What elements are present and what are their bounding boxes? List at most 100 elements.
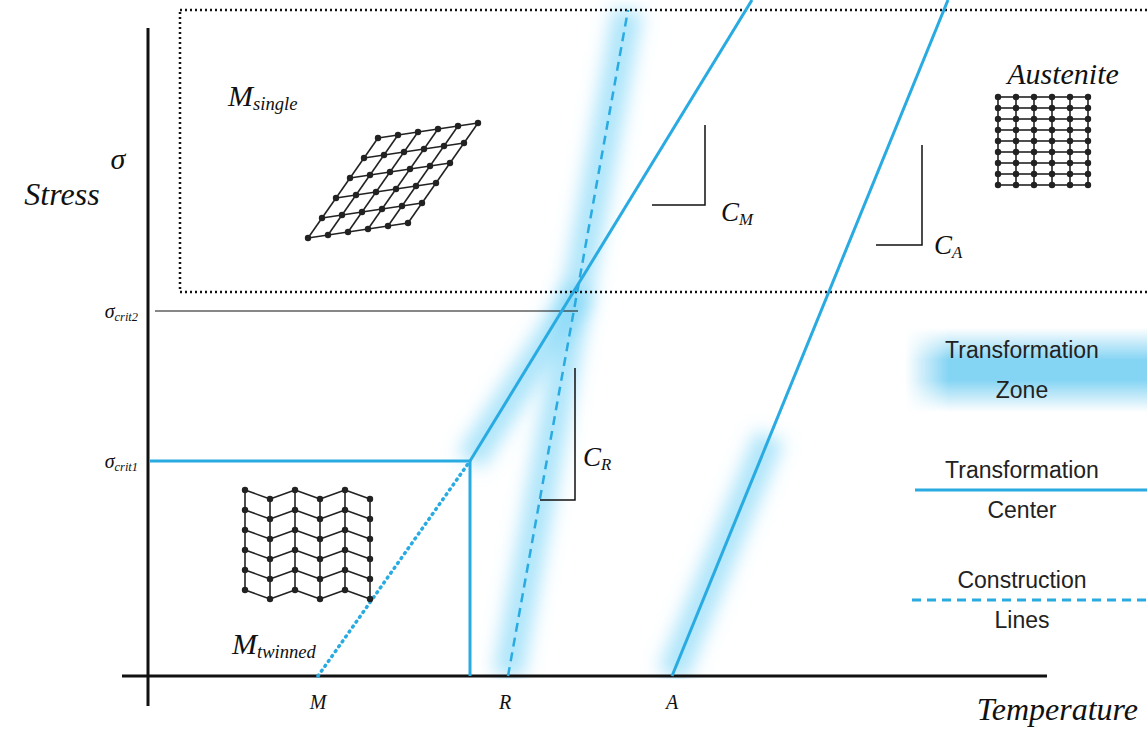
lattice-bond bbox=[328, 215, 342, 235]
lattice-bond bbox=[350, 158, 364, 178]
lattice-atom bbox=[995, 160, 1001, 166]
lattice-bond bbox=[295, 570, 320, 579]
lattice-bond bbox=[245, 530, 270, 539]
lattice-atom bbox=[1067, 127, 1073, 133]
lattice-atom bbox=[317, 556, 323, 562]
lattice-atom bbox=[353, 192, 359, 198]
lattice-bond bbox=[408, 203, 422, 223]
critical-stress: σcrit2 bbox=[105, 300, 138, 322]
lattice-bond bbox=[345, 510, 370, 519]
lattice-atom bbox=[1085, 116, 1091, 122]
lattice-bond bbox=[270, 570, 295, 579]
lattice-atom bbox=[367, 556, 373, 562]
lattice-atom bbox=[342, 487, 348, 493]
lattice-bond bbox=[245, 570, 270, 579]
lattice-atom bbox=[419, 200, 425, 206]
lattice-bond bbox=[345, 590, 370, 599]
lattice-bond bbox=[464, 123, 478, 143]
lattice-atom bbox=[367, 536, 373, 542]
lattice-atom bbox=[367, 576, 373, 582]
lattice-atom bbox=[242, 587, 248, 593]
lattice-atom bbox=[1013, 138, 1019, 144]
lattice-atom bbox=[461, 140, 467, 146]
lattice-atom bbox=[1085, 171, 1091, 177]
lattice-atom bbox=[292, 507, 298, 513]
symbol-subscript: A bbox=[952, 243, 962, 262]
lattice-atom bbox=[242, 507, 248, 513]
legend-label: Transformation Center bbox=[932, 450, 1112, 530]
lattice-atom bbox=[1013, 149, 1019, 155]
lattice-atom bbox=[1013, 160, 1019, 166]
construction-line bbox=[508, 10, 628, 676]
lattice-atom bbox=[1031, 182, 1037, 188]
symbol-base: C bbox=[934, 230, 952, 260]
lattice-atom bbox=[1031, 116, 1037, 122]
lattice-atom bbox=[415, 129, 421, 135]
lattice-atom bbox=[367, 596, 373, 602]
zone-glow bbox=[150, 446, 470, 476]
lattice-bond bbox=[245, 590, 270, 599]
lattice-atom bbox=[367, 496, 373, 502]
lattice-atom bbox=[1049, 105, 1055, 111]
lattice-atom bbox=[379, 206, 385, 212]
lattice-atom bbox=[347, 175, 353, 181]
lattice-atom bbox=[1085, 138, 1091, 144]
lattice-atom bbox=[292, 487, 298, 493]
lattice-atom bbox=[393, 186, 399, 192]
lattice-bond bbox=[424, 129, 438, 149]
axis-title: Stress bbox=[24, 177, 99, 212]
lattice-atom bbox=[267, 536, 273, 542]
lattice-atom bbox=[361, 155, 367, 161]
lattice-bond bbox=[356, 175, 370, 195]
lattice-atom bbox=[267, 496, 273, 502]
lattice-atom bbox=[342, 507, 348, 513]
lattice-bond bbox=[450, 143, 464, 163]
lattice-atom bbox=[342, 527, 348, 533]
lattice-atom bbox=[1085, 160, 1091, 166]
lattice-bond bbox=[295, 530, 320, 539]
lattice-atom bbox=[1067, 138, 1073, 144]
lattice-bond bbox=[295, 490, 320, 499]
lattice-atom bbox=[1013, 171, 1019, 177]
zone-glow bbox=[508, 10, 628, 676]
lattice-atom bbox=[317, 576, 323, 582]
lattice-atom bbox=[292, 547, 298, 553]
lattice-bond bbox=[322, 198, 336, 218]
slope-label: CR bbox=[583, 443, 611, 473]
lattice-bond bbox=[320, 570, 345, 579]
lattice-bond bbox=[345, 530, 370, 539]
lattice-bond bbox=[295, 510, 320, 519]
lattice-bond bbox=[390, 152, 404, 172]
lattice-atom bbox=[995, 182, 1001, 188]
symbol-base: C bbox=[721, 197, 739, 227]
lattice-bond bbox=[295, 590, 320, 599]
lattice-atom bbox=[342, 587, 348, 593]
symbol-base: M bbox=[232, 627, 257, 660]
lattice-atom bbox=[441, 143, 447, 149]
lattice-atom bbox=[433, 180, 439, 186]
lattice-bond bbox=[410, 149, 424, 169]
legend-sample-dashed-line bbox=[912, 599, 1147, 602]
slope-label: CM bbox=[721, 198, 753, 228]
lattice-atom bbox=[1013, 94, 1019, 100]
phase-label: Msingle bbox=[228, 79, 297, 112]
symbol-base: M bbox=[228, 79, 253, 112]
lattice-atom bbox=[995, 149, 1001, 155]
lattice-atom bbox=[267, 596, 273, 602]
lattice-atom bbox=[242, 567, 248, 573]
lattice-atom bbox=[1031, 149, 1037, 155]
lattice-bond bbox=[348, 212, 362, 232]
lattice-atom bbox=[407, 166, 413, 172]
lattice-bond bbox=[402, 186, 416, 206]
symbol-subscript: M bbox=[739, 210, 753, 229]
lattice-atom bbox=[995, 127, 1001, 133]
lattice-bond bbox=[382, 189, 396, 209]
lattice-bond bbox=[245, 490, 270, 499]
lattice-bond bbox=[444, 126, 458, 146]
temperature-mark: R bbox=[499, 691, 511, 713]
transformation-line bbox=[150, 460, 470, 463]
dotted-construction-line bbox=[318, 461, 470, 676]
lattice-atom bbox=[387, 169, 393, 175]
lattice-atom bbox=[1031, 127, 1037, 133]
